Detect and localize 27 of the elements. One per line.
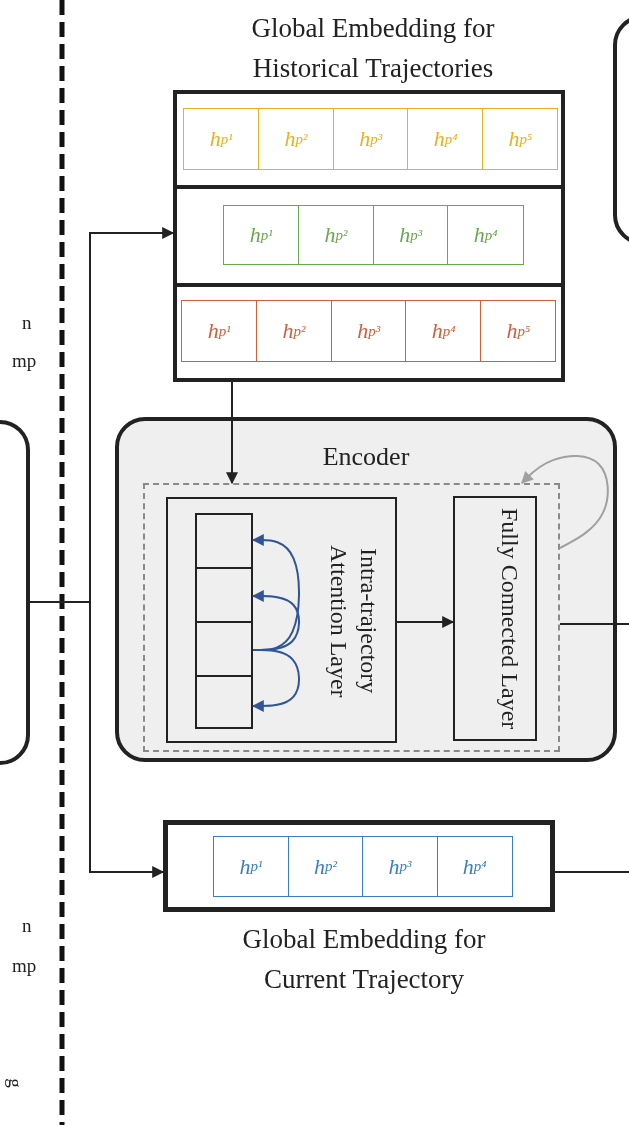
arrow (226, 381, 238, 485)
token-box (195, 621, 253, 677)
fully-connected-layer-box (453, 496, 537, 741)
arrow (29, 601, 165, 878)
layer-label: Fully Connected Layer (496, 506, 524, 732)
attention-arrow (251, 534, 300, 651)
cut-off-label: n (22, 915, 32, 937)
token-box (195, 513, 253, 569)
cut-off-label: mp (12, 350, 37, 372)
loop-arrow (521, 454, 609, 549)
connector-line (559, 623, 629, 625)
cut-off-label: g (3, 1078, 26, 1088)
block-title: Encoder (321, 441, 411, 473)
panel-title: Global Embedding for Historical Trajectories (250, 12, 496, 85)
token-box (195, 567, 253, 623)
attention-arrow (251, 590, 300, 651)
cut-off-label: mp (12, 955, 37, 977)
connector-line (554, 871, 629, 873)
panel-title: Global Embedding for Current Trajectory (241, 923, 487, 996)
dashed-group-box (143, 483, 560, 752)
arrow (396, 616, 455, 628)
token-box (195, 675, 253, 729)
encoder-block (115, 417, 617, 762)
attention-layer-box (166, 497, 397, 743)
attention-arrow (251, 649, 300, 712)
cut-off-label: n (22, 312, 32, 334)
layer-label: Intra-trajectory Attention Layer (325, 543, 383, 700)
